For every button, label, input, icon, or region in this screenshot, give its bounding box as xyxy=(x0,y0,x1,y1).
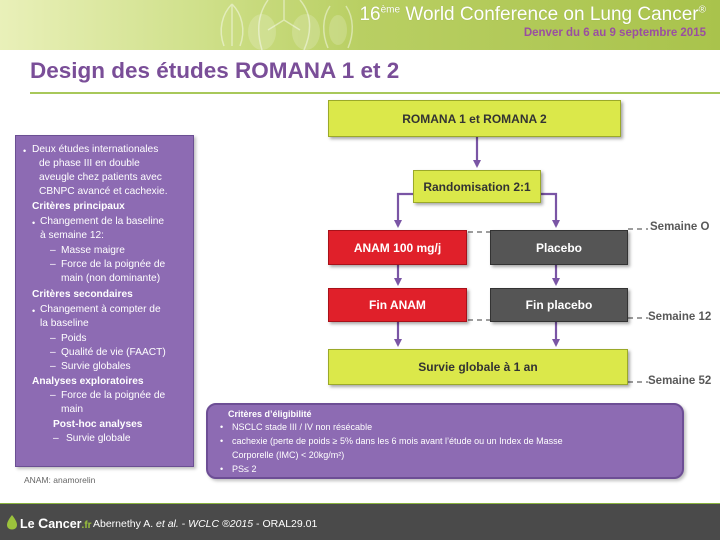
dash-marker: – xyxy=(50,347,56,358)
bullet-marker: • xyxy=(220,436,224,446)
panel-line: CBNPC avancé et cachexie. xyxy=(39,186,168,197)
dash-marker: – xyxy=(50,259,56,270)
eligibility-item: Corporelle (IMC) < 20kg/m²) xyxy=(232,450,345,460)
bullet-marker: • xyxy=(32,306,36,316)
panel-line: Survie globales xyxy=(61,361,131,372)
dash-marker: – xyxy=(50,245,56,256)
bullet-marker: • xyxy=(220,464,224,474)
bullet-marker: • xyxy=(220,422,224,432)
panel-line: de phase III en double xyxy=(39,158,140,169)
box-randomisation: Randomisation 2:1 xyxy=(413,170,541,203)
dash-marker: – xyxy=(50,390,56,401)
box-anam: ANAM 100 mg/j xyxy=(328,230,467,265)
footer-bar xyxy=(0,503,720,540)
conference-title: 16ème World Conference on Lung Cancer® xyxy=(359,4,706,25)
eligibility-item: NSCLC stade III / IV non résécable xyxy=(232,422,373,432)
week-label-12: Semaine 12 xyxy=(648,311,712,323)
dash-marker: – xyxy=(53,433,59,444)
lecancer-logo[interactable]: Le Cancer.fr xyxy=(20,515,92,531)
title-divider xyxy=(30,92,720,94)
conference-banner: 16ème World Conference on Lung Cancer® D… xyxy=(0,0,720,50)
eligibility-item: cachexie (perte de poids ≥ 5% dans les 6… xyxy=(232,436,563,446)
slide-title: Design des études ROMANA 1 et 2 xyxy=(30,58,400,83)
eligibility-item: PS≤ 2 xyxy=(232,464,257,474)
arrow-randomisation-to-anam xyxy=(394,192,413,228)
citation: Abernethy A. et al. - WCLC ®2015 - ORAL2… xyxy=(93,518,318,530)
footnote: ANAM: anamorelin xyxy=(24,475,96,485)
panel-line: main (non dominante) xyxy=(61,273,161,284)
panel-line: Changement de la baseline xyxy=(40,216,165,227)
dash-marker: – xyxy=(50,361,56,372)
panel-line: Poids xyxy=(61,333,87,344)
panel-line: main xyxy=(61,404,84,415)
panel-line: Survie globale xyxy=(66,433,131,444)
panel-line: la baseline xyxy=(40,318,89,329)
panel-line: Deux études internationales xyxy=(32,144,159,155)
panel-line: Force de la poignée de xyxy=(61,259,166,270)
box-fin-anam: Fin ANAM xyxy=(328,288,467,322)
logo-drop-icon xyxy=(7,515,17,530)
dash-marker: – xyxy=(50,333,56,344)
panel-line: Changement à compter de xyxy=(40,304,161,315)
arrow-randomisation-to-placebo xyxy=(541,192,560,228)
panel-line: aveugle chez patients avec xyxy=(39,172,162,183)
box-survie: Survie globale à 1 an xyxy=(328,349,628,385)
panel-heading: Critères secondaires xyxy=(32,289,133,300)
banner-lungs-decoration xyxy=(220,0,353,50)
panel-line: Masse maigre xyxy=(61,245,125,256)
week-label-0: Semaine O xyxy=(650,221,710,233)
bullet-marker: • xyxy=(23,146,27,156)
eligibility-title: Critères d’éligibilité xyxy=(228,409,312,419)
bullet-marker: • xyxy=(32,218,36,228)
conference-dates: Denver du 6 au 9 septembre 2015 xyxy=(523,27,706,39)
flow-arrows xyxy=(394,137,560,347)
panel-line: Qualité de vie (FAACT) xyxy=(61,347,166,358)
eligibility-box: Critères d’éligibilité • NSCLC stade III… xyxy=(206,403,684,479)
box-fin-placebo: Fin placebo xyxy=(490,288,628,322)
panel-heading: Critères principaux xyxy=(32,201,125,212)
panel-line: à semaine 12: xyxy=(40,230,104,241)
box-placebo: Placebo xyxy=(490,230,628,265)
week-label-52: Semaine 52 xyxy=(648,375,712,387)
panel-heading: Analyses exploratoires xyxy=(32,376,144,387)
panel-line: Force de la poignée de xyxy=(61,390,166,401)
box-romana: ROMANA 1 et ROMANA 2 xyxy=(328,100,621,137)
timeline-dashes xyxy=(468,228,648,383)
panel-heading: Post-hoc analyses xyxy=(53,419,143,430)
study-criteria-panel: • Deux études internationales de phase I… xyxy=(15,135,194,467)
